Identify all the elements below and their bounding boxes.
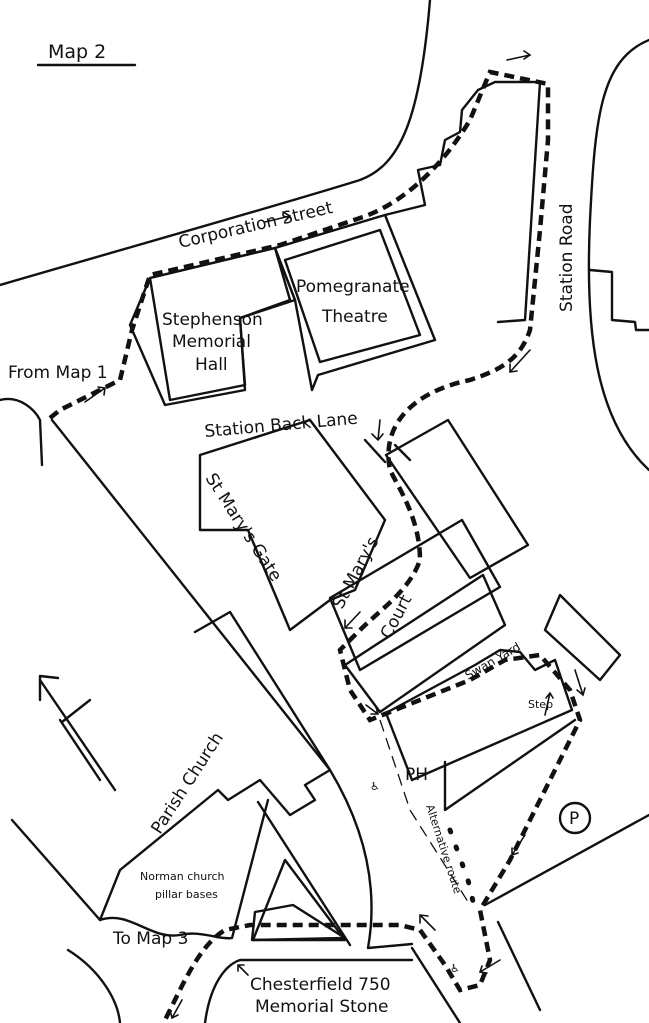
st-marys-gate-label: St Mary's Gate [201, 470, 286, 585]
arrow-icon [544, 691, 554, 716]
arrow-icon [84, 386, 106, 403]
st-marys-court-label-1: St Mary's [329, 533, 384, 612]
svg-text:P: P [569, 809, 579, 829]
walking-route [48, 69, 583, 1022]
arrow-icon [509, 349, 531, 373]
arrow-icon [371, 419, 384, 442]
step-label: Step [528, 698, 553, 711]
arrow-icon [169, 999, 183, 1020]
pub-label: PH [405, 765, 428, 785]
direction-arrows [84, 50, 586, 1020]
stephenson-label-2: Memorial [172, 332, 251, 352]
arrow-icon [511, 834, 526, 857]
arrow-icon [365, 704, 380, 715]
st-marys-court-label-2: Court [377, 591, 417, 642]
stephenson-label-1: Stephenson [162, 310, 263, 330]
norman-label-2: pillar bases [155, 888, 218, 901]
to-map-3-label: To Map 3 [112, 929, 188, 949]
swan-yard-label: Swan Yard [463, 640, 523, 683]
arrow-icon [237, 964, 249, 976]
arrow-icon [419, 914, 436, 931]
parish-church-label: Parish Church [147, 729, 227, 838]
norman-label-1: Norman church [140, 870, 225, 883]
corporation-street-label: Corporation Street [177, 198, 335, 253]
arrow-icon [478, 959, 501, 974]
pomegranate-label-2: Theatre [321, 307, 388, 327]
accessible-icon: ♿ [370, 780, 380, 793]
map-title: Map 2 [36, 41, 137, 67]
stephenson-label-3: Hall [195, 355, 228, 375]
memorial-stone-label-1: Chesterfield 750 [250, 975, 391, 995]
arrow-icon [264, 211, 292, 223]
memorial-stone-label-2: Memorial Stone [255, 997, 388, 1017]
station-road-label: Station Road [557, 204, 577, 313]
north-arrow-icon [38, 678, 117, 792]
arrow-icon [574, 669, 586, 697]
pomegranate-label-1: Pomegranate [296, 277, 410, 297]
arrow-icon [506, 50, 532, 61]
svg-text:Map 2: Map 2 [48, 41, 106, 63]
accessible-icon: ♿ [450, 962, 460, 975]
parking-icon: P [558, 801, 592, 835]
from-map-1-label: From Map 1 [8, 363, 108, 383]
arrow-icon [344, 611, 361, 629]
station-back-lane-label: Station Back Lane [204, 409, 359, 442]
